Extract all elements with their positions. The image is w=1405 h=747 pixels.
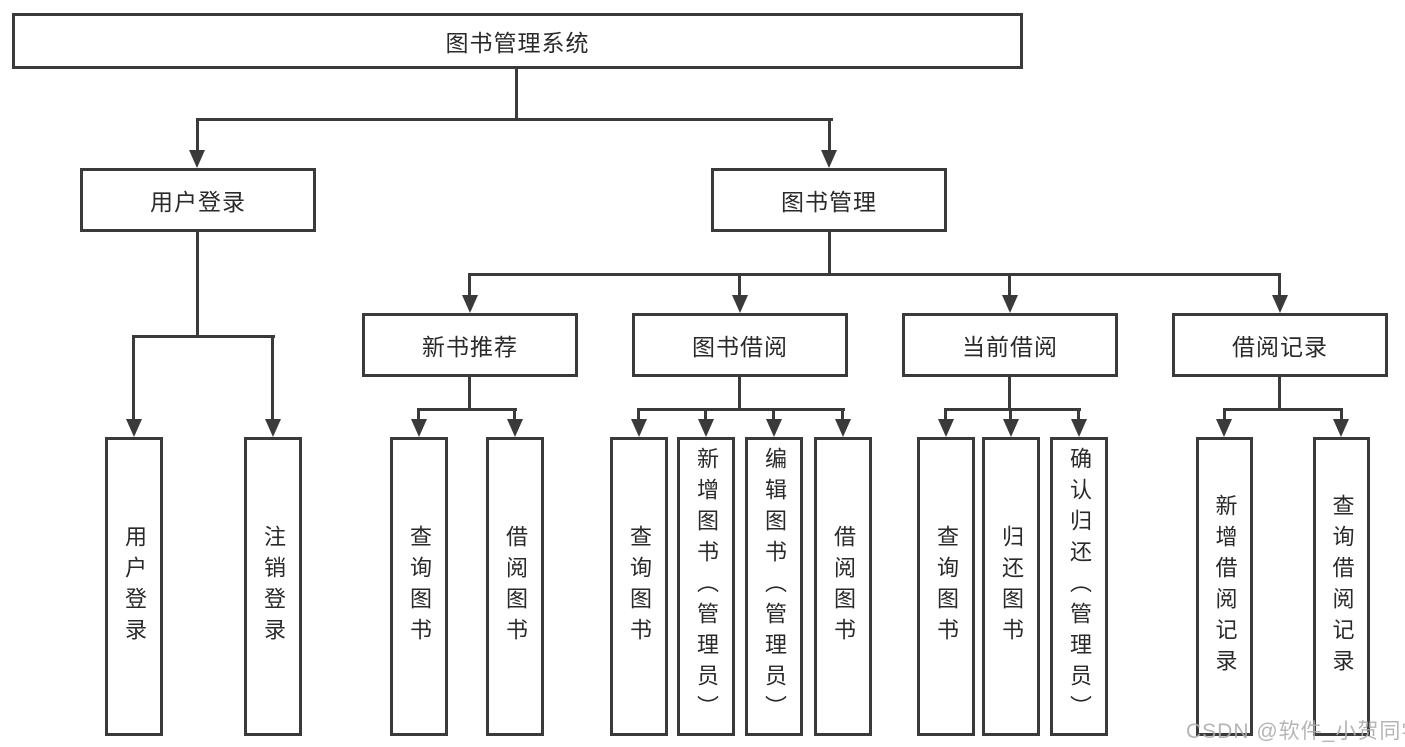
node-current-borrow: 当前借阅 bbox=[902, 313, 1118, 377]
node-leaf-borrow-books-1: 借阅图书 bbox=[486, 437, 544, 736]
node-book-borrow-label: 图书借阅 bbox=[692, 334, 788, 360]
node-book-borrow: 图书借阅 bbox=[632, 313, 848, 377]
connector-line bbox=[468, 273, 1281, 276]
connector-line bbox=[196, 232, 199, 338]
node-new-book-recommend-label: 新书推荐 bbox=[422, 334, 518, 360]
node-leaf-return-book-label: 归还图书 bbox=[999, 524, 1024, 649]
node-root: 图书管理系统 bbox=[12, 13, 1023, 69]
connector-line bbox=[1008, 377, 1011, 411]
node-leaf-logout: 注销登录 bbox=[244, 437, 302, 736]
node-leaf-query-borrow-record-label: 查询借阅记录 bbox=[1329, 493, 1355, 680]
node-user-login: 用户登录 bbox=[80, 168, 316, 232]
node-leaf-borrow-books-1-label: 借阅图书 bbox=[503, 524, 528, 649]
arrowhead-down-icon bbox=[1071, 419, 1087, 437]
node-current-borrow-label: 当前借阅 bbox=[962, 334, 1058, 360]
connector-line bbox=[1077, 408, 1080, 421]
node-book-management-label: 图书管理 bbox=[781, 189, 877, 215]
connector-line bbox=[513, 408, 516, 421]
connector-line bbox=[468, 273, 471, 297]
node-new-book-recommend: 新书推荐 bbox=[362, 313, 578, 377]
node-leaf-query-books-2: 查询图书 bbox=[610, 437, 668, 736]
node-leaf-borrow-books-2: 借阅图书 bbox=[814, 437, 872, 736]
connector-line bbox=[944, 408, 1081, 411]
arrowhead-down-icon bbox=[1272, 295, 1288, 313]
connector-line bbox=[271, 335, 274, 421]
arrowhead-down-icon bbox=[732, 295, 748, 313]
node-leaf-edit-book-admin: 编辑图书（管理员） bbox=[745, 437, 803, 736]
connector-line bbox=[772, 408, 775, 421]
node-root-label: 图书管理系统 bbox=[445, 30, 590, 56]
connector-line bbox=[132, 335, 275, 338]
connector-line bbox=[196, 118, 833, 121]
arrowhead-down-icon bbox=[462, 295, 478, 313]
connector-line bbox=[515, 69, 518, 121]
connector-line bbox=[841, 408, 844, 421]
connector-line bbox=[637, 408, 640, 421]
connector-line bbox=[704, 408, 707, 421]
node-leaf-query-books-1: 查询图书 bbox=[390, 437, 448, 736]
node-leaf-confirm-return-admin: 确认归还（管理员） bbox=[1050, 437, 1108, 736]
connector-line bbox=[417, 408, 420, 421]
node-leaf-add-borrow-record-label: 新增借阅记录 bbox=[1212, 493, 1238, 680]
csdn-watermark: CSDN @软件_小贺同学 bbox=[1186, 720, 1405, 743]
node-leaf-add-book-admin-label: 新增图书（管理员） bbox=[694, 447, 719, 726]
node-leaf-confirm-return-admin-label: 确认归还（管理员） bbox=[1067, 447, 1092, 726]
connector-line bbox=[132, 335, 135, 421]
node-leaf-borrow-books-2-label: 借阅图书 bbox=[831, 524, 856, 649]
node-leaf-add-book-admin: 新增图书（管理员） bbox=[677, 437, 735, 736]
node-leaf-add-borrow-record: 新增借阅记录 bbox=[1196, 437, 1253, 736]
arrowhead-down-icon bbox=[1333, 419, 1349, 437]
connector-line bbox=[944, 408, 947, 421]
arrowhead-down-icon bbox=[631, 419, 647, 437]
connector-line bbox=[1223, 408, 1343, 411]
node-borrow-records: 借阅记录 bbox=[1172, 313, 1388, 377]
connector-line bbox=[468, 377, 471, 411]
connector-line bbox=[1278, 377, 1281, 411]
node-leaf-edit-book-admin-label: 编辑图书（管理员） bbox=[762, 447, 787, 726]
connector-line bbox=[417, 408, 517, 411]
arrowhead-down-icon bbox=[835, 419, 851, 437]
node-leaf-return-book: 归还图书 bbox=[982, 437, 1040, 736]
arrowhead-down-icon bbox=[507, 419, 523, 437]
connector-line bbox=[1008, 273, 1011, 297]
arrowhead-down-icon bbox=[766, 419, 782, 437]
node-leaf-user-login-label: 用户登录 bbox=[122, 524, 147, 649]
arrowhead-down-icon bbox=[1002, 295, 1018, 313]
connector-line bbox=[738, 273, 741, 297]
connector-line bbox=[637, 408, 845, 411]
connector-line bbox=[196, 118, 199, 152]
node-user-login-label: 用户登录 bbox=[150, 189, 246, 215]
arrowhead-down-icon bbox=[126, 419, 142, 437]
node-borrow-records-label: 借阅记录 bbox=[1232, 334, 1328, 360]
node-leaf-query-borrow-record: 查询借阅记录 bbox=[1313, 437, 1370, 736]
node-leaf-query-books-3: 查询图书 bbox=[917, 437, 975, 736]
arrowhead-down-icon bbox=[1003, 419, 1019, 437]
arrowhead-down-icon bbox=[265, 419, 281, 437]
node-leaf-query-books-1-label: 查询图书 bbox=[407, 524, 432, 649]
connector-line bbox=[1278, 273, 1281, 297]
connector-line bbox=[828, 232, 831, 276]
node-book-management: 图书管理 bbox=[711, 168, 947, 232]
connector-line bbox=[1009, 408, 1012, 421]
arrowhead-down-icon bbox=[698, 419, 714, 437]
connector-line bbox=[828, 118, 831, 152]
connector-line bbox=[1223, 408, 1226, 421]
arrowhead-down-icon bbox=[189, 150, 205, 168]
arrowhead-down-icon bbox=[1216, 419, 1232, 437]
node-leaf-user-login: 用户登录 bbox=[105, 437, 163, 736]
arrowhead-down-icon bbox=[938, 419, 954, 437]
node-leaf-logout-label: 注销登录 bbox=[261, 524, 286, 649]
arrowhead-down-icon bbox=[821, 150, 837, 168]
arrowhead-down-icon bbox=[411, 419, 427, 437]
connector-line bbox=[1340, 408, 1343, 421]
node-leaf-query-books-2-label: 查询图书 bbox=[627, 524, 652, 649]
connector-line bbox=[738, 377, 741, 411]
node-leaf-query-books-3-label: 查询图书 bbox=[934, 524, 959, 649]
